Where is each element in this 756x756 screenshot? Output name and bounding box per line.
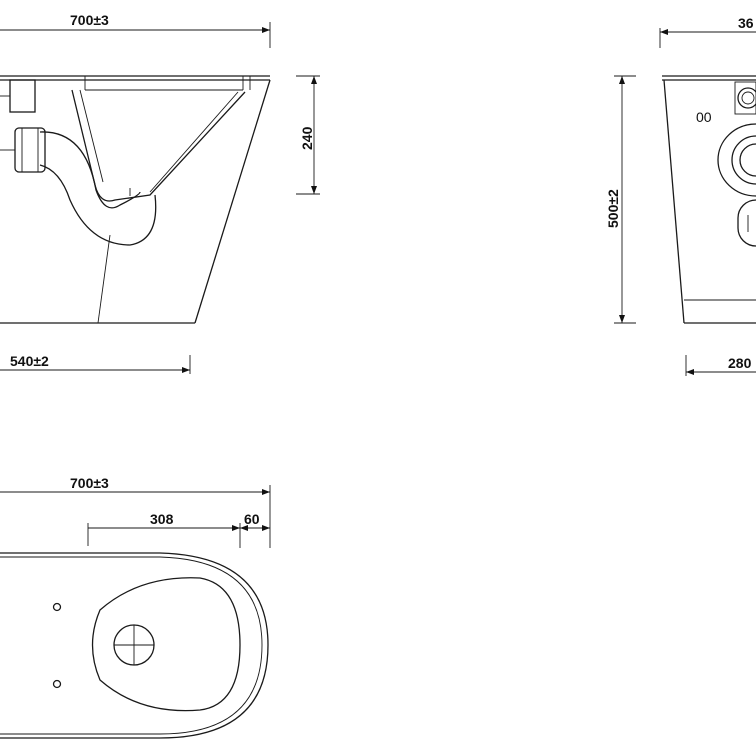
plan-bowl-opening (91, 577, 241, 712)
side-body-outline (194, 79, 271, 324)
front-view: 36 500±2 00 280 (605, 15, 756, 376)
plan-308-dim-label: 308 (150, 511, 174, 527)
plan-bolt-hole-top (52, 602, 62, 612)
side-bowl (71, 89, 246, 202)
plan-bolt-hole-bottom (52, 679, 62, 689)
front-height-dim-label: 500±2 (605, 189, 621, 228)
side-top-dim-label: 700±3 (70, 12, 109, 28)
side-inlet (9, 79, 36, 113)
side-view: 700±3 240 (0, 12, 320, 374)
front-top-dim-label: 36 (738, 15, 754, 31)
front-base-dim-label: 280 (728, 355, 752, 371)
side-height-dim-label: 240 (299, 126, 315, 150)
front-body-outline (663, 79, 685, 324)
plan-outline (0, 552, 269, 739)
plan-view: 700±3 308 60 (0, 475, 271, 739)
plan-60-dim-label: 60 (244, 511, 260, 527)
front-outlet (717, 123, 756, 197)
front-marking: 00 (696, 109, 712, 125)
side-trap-pipe (39, 131, 141, 209)
side-base-dim-label: 540±2 (10, 353, 49, 369)
front-inlet-circle (737, 87, 756, 109)
plan-top-dim-label: 700±3 (70, 475, 109, 491)
